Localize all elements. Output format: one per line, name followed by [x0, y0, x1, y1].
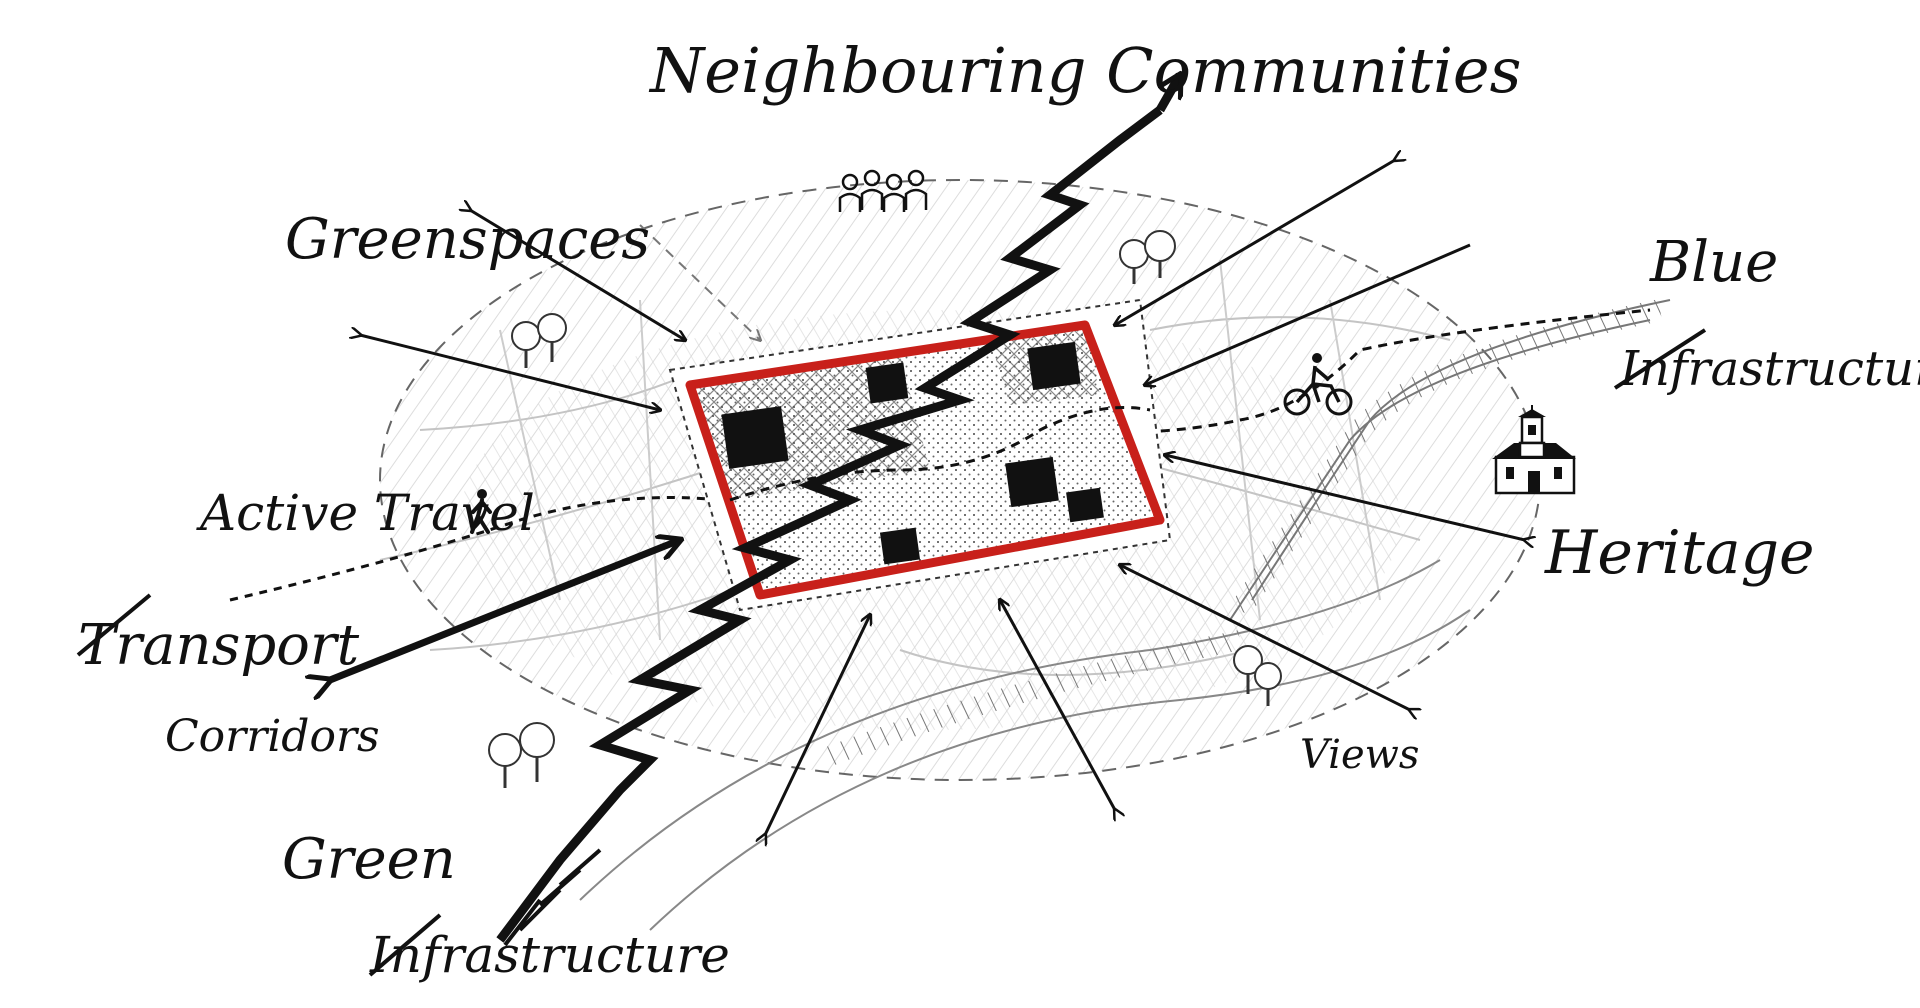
label-neighbouring-communities: Neighbouring Communities: [650, 34, 1522, 107]
label-green-infrastructure-line1: Green: [282, 827, 456, 892]
label-transport-corridors-line1: Transport: [78, 613, 360, 678]
relationship-arrows: [330, 160, 1525, 835]
tree-icon: [1233, 645, 1282, 706]
site: [668, 298, 1172, 612]
tree-icon: [1119, 230, 1176, 284]
building-block: [1027, 341, 1081, 391]
building-block: [865, 362, 909, 404]
label-heritage: Heritage: [1545, 518, 1815, 588]
green-infrastructure-corridor: [496, 75, 1184, 947]
tree-icon: [511, 313, 567, 368]
site-boundary: [685, 320, 1165, 600]
building-block: [879, 527, 921, 565]
pedestrian-icon: [470, 489, 492, 534]
building-block: [1005, 456, 1059, 508]
label-greenspaces: Greenspaces: [285, 207, 651, 272]
cyclist-icon: [1283, 353, 1353, 416]
church-icon: [1492, 405, 1576, 495]
building-block: [721, 406, 789, 469]
label-green-infrastructure-line2: Infrastructure: [370, 926, 730, 984]
label-views: Views: [1300, 732, 1420, 778]
label-blue-infrastructure-line1: Blue: [1650, 230, 1779, 295]
tree-icon: [488, 722, 555, 788]
label-transport-corridors-line2: Corridors: [165, 711, 380, 762]
label-active-travel: Active Travel: [200, 484, 535, 542]
building-block: [1066, 487, 1104, 523]
label-blue-infrastructure-line2: Infrastructure: [1620, 341, 1920, 397]
people-group-icon: [838, 169, 928, 212]
